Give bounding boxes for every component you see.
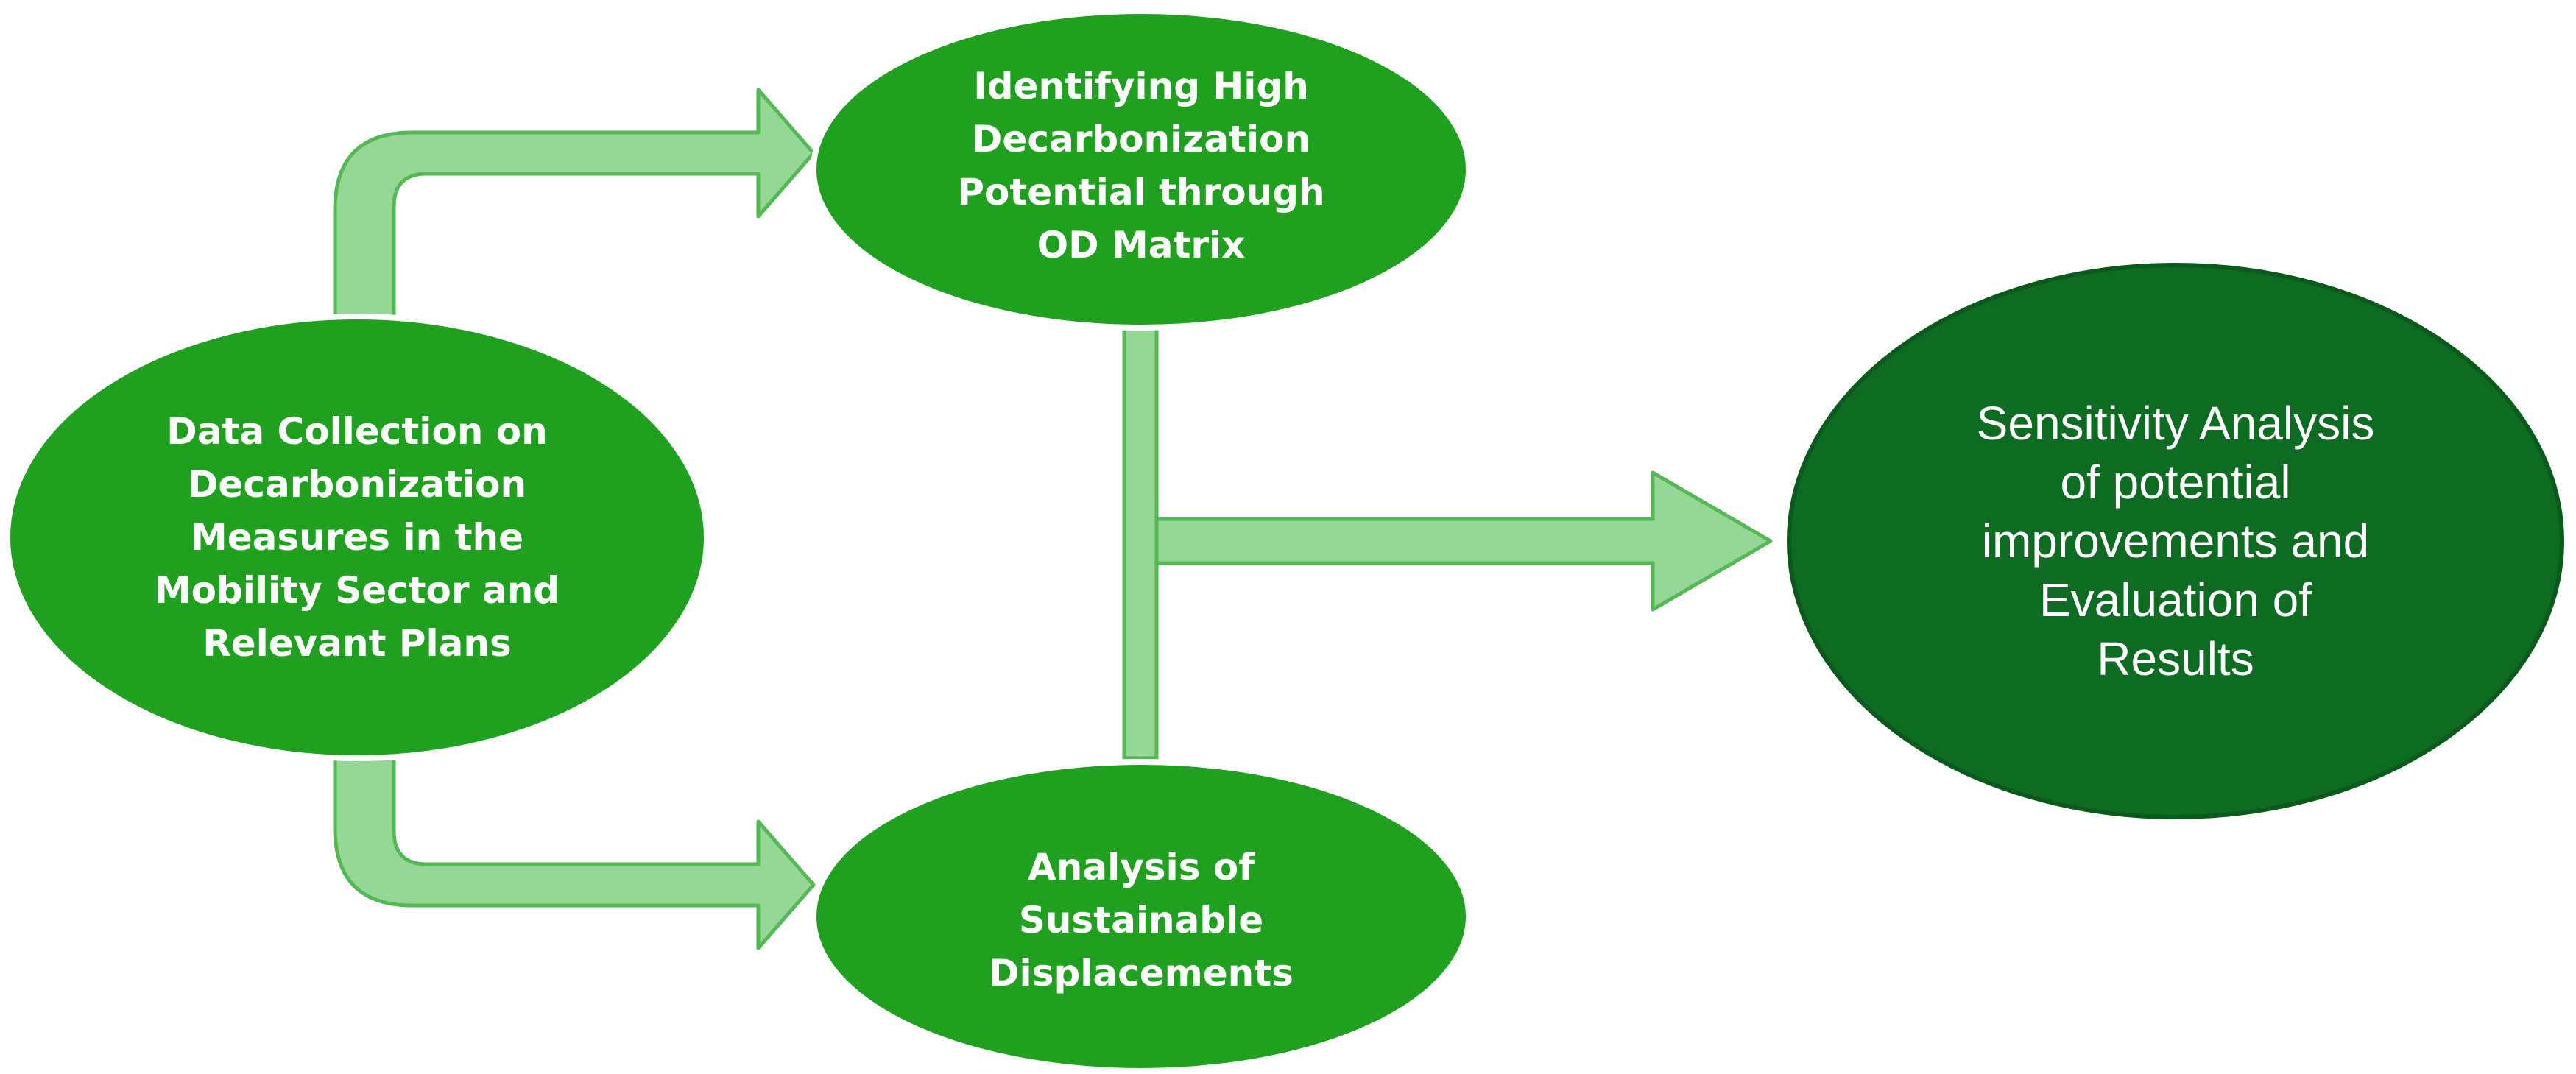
identifying-line: Decarbonization: [971, 118, 1311, 160]
analysis-label: Analysis of Sustainable Displacements: [869, 810, 1414, 1031]
sensitivity-line: Sensitivity Analysis: [1976, 397, 2375, 450]
sensitivity-node: [1787, 263, 2564, 819]
data-collection-line: Relevant Plans: [202, 622, 512, 665]
identifying-line: Potential through: [957, 171, 1325, 213]
data-collection-line: Decarbonization: [187, 463, 527, 506]
sensitivity-line: Results: [2097, 632, 2254, 685]
data-collection-line: Data Collection on: [166, 410, 548, 453]
identifying-label: Identifying High Decarbonization Potenti…: [869, 29, 1414, 302]
data-collection-node: [4, 314, 710, 761]
analysis-node: [811, 759, 1472, 1074]
analysis-line: Sustainable: [1018, 899, 1264, 941]
sensitivity-line: improvements and: [1981, 515, 2370, 568]
arrow-to-identifying: [333, 88, 816, 319]
identifying-line: OD Matrix: [1037, 224, 1246, 266]
arrow-to-analysis: [333, 756, 816, 950]
arrow-to-sensitivity: [1154, 470, 1773, 612]
data-collection-line: Mobility Sector and: [154, 569, 560, 612]
analysis-line: Displacements: [989, 952, 1294, 994]
data-collection-line: Measures in the: [190, 516, 524, 559]
sensitivity-line: of potential: [2060, 456, 2291, 509]
identifying-line: Identifying High: [973, 65, 1309, 107]
analysis-line: Analysis of: [1028, 846, 1255, 888]
identifying-node: [811, 8, 1472, 331]
data-collection-label: Data Collection on Decarbonization Measu…: [63, 368, 652, 707]
vertical-connector: [1122, 322, 1159, 760]
sensitivity-line: Evaluation of: [2039, 573, 2312, 626]
sensitivity-label: Sensitivity Analysis of potential improv…: [1870, 353, 2481, 729]
